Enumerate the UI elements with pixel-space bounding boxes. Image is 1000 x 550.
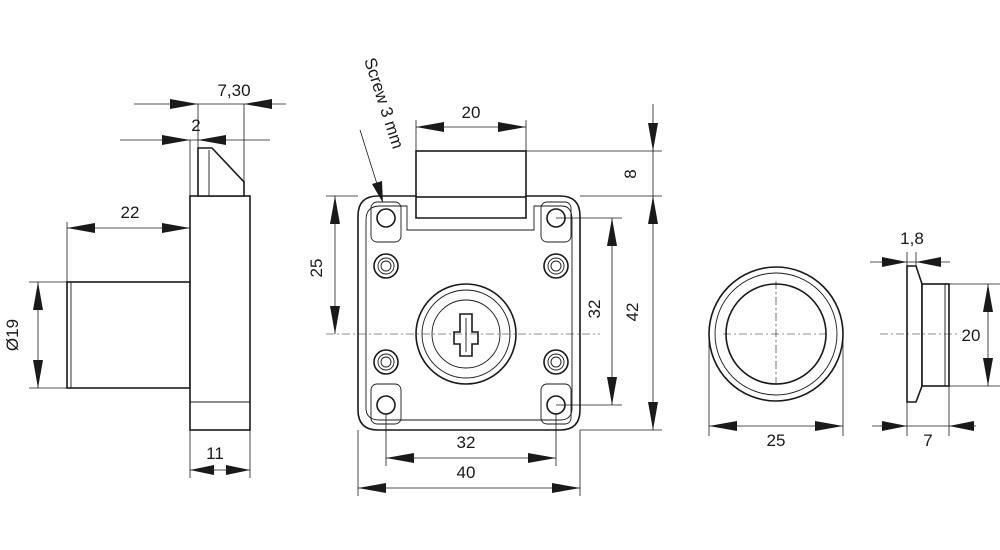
rosette-front-view: 25 <box>708 266 844 450</box>
dim-label-42: 42 <box>623 303 642 322</box>
rivet-top-left <box>373 253 399 279</box>
side-body-plate <box>189 195 251 431</box>
side-bolt <box>197 147 245 197</box>
dim-label-7-30: 7,30 <box>217 81 250 100</box>
rosette-side-view: 1,8 20 7 <box>870 229 1000 450</box>
dim-label-32-vertical: 32 <box>585 300 604 319</box>
rivet-bottom-left <box>373 349 399 375</box>
front-bolt <box>415 150 527 198</box>
dim-label-11: 11 <box>206 444 224 463</box>
screw-annotation: Screw 3 mm <box>360 55 407 151</box>
dim-label-8: 8 <box>621 169 640 178</box>
rosette-boss <box>921 283 950 387</box>
dim-label-22: 22 <box>121 203 140 222</box>
rivet-top-right <box>543 253 569 279</box>
rivet-bottom-right <box>543 349 569 375</box>
dim-label-40: 40 <box>457 463 476 482</box>
dim-label-7: 7 <box>923 431 932 450</box>
screw-hole-top-left <box>376 208 396 228</box>
dim-label-20-right: 20 <box>962 326 981 345</box>
dim-label-20-top: 20 <box>462 103 481 122</box>
dim-label-1-8: 1,8 <box>900 229 924 248</box>
dim-label-2: 2 <box>191 116 200 135</box>
dim-label-dia19: Ø19 <box>3 319 22 351</box>
dim-label-25-left: 25 <box>307 259 326 278</box>
screw-hole-bottom-left <box>376 395 396 415</box>
front-view: 20 8 42 32 25 32 <box>307 55 662 496</box>
dim-label-25-rosette: 25 <box>767 431 786 450</box>
side-cylinder <box>66 281 191 389</box>
side-view: 7,30 2 22 Ø19 11 <box>3 81 286 478</box>
dim-label-32-horizontal: 32 <box>457 433 476 452</box>
